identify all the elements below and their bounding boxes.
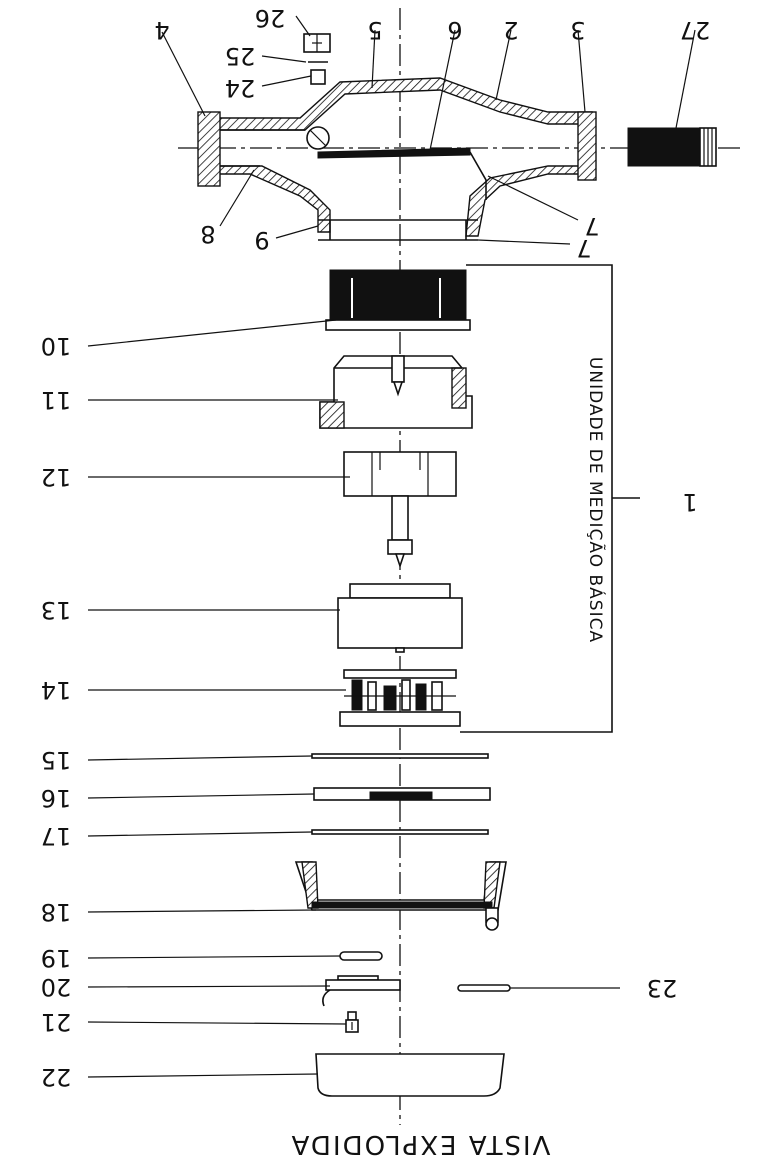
part-14-shape	[339, 669, 461, 727]
part-19-shape	[339, 951, 383, 961]
part-11-shape	[319, 355, 473, 429]
part-12-shape	[343, 451, 457, 569]
label-2: 2	[503, 16, 518, 44]
part-22-shape	[315, 1053, 505, 1097]
group-number-label: 1	[682, 488, 697, 516]
part-23-shape	[457, 984, 511, 992]
label-22: 22	[41, 1063, 72, 1091]
label-11: 11	[41, 386, 72, 414]
label-4: 4	[154, 16, 169, 44]
part-labels: 4 26 25 24 5 6 2 3 27 8 9 7 7 10 11 12 1…	[41, 4, 711, 1091]
label-25: 25	[225, 42, 256, 70]
label-16: 16	[41, 784, 72, 812]
part-18-shape	[294, 861, 507, 931]
label-27: 27	[680, 16, 711, 44]
label-19: 19	[41, 944, 72, 972]
label-20: 20	[41, 973, 72, 1001]
label-5: 5	[367, 16, 382, 44]
label-9: 9	[254, 226, 269, 254]
label-26: 26	[255, 4, 286, 32]
label-13: 13	[41, 596, 72, 624]
meter-body	[197, 77, 597, 241]
label-7-lower: 7	[576, 234, 591, 262]
label-7-upper: 7	[584, 212, 599, 240]
label-6: 6	[447, 16, 462, 44]
label-14: 14	[41, 676, 72, 704]
plug-part-26	[303, 33, 331, 53]
label-12: 12	[41, 463, 72, 491]
label-23: 23	[647, 974, 678, 1002]
part-10-shape	[325, 269, 471, 331]
label-24: 24	[225, 74, 256, 102]
label-21: 21	[41, 1008, 72, 1036]
part-16-shape	[313, 787, 491, 801]
leader-lines	[87, 15, 696, 1078]
label-17: 17	[41, 822, 72, 850]
seal-part-24	[310, 69, 326, 85]
part-21-shape	[345, 1011, 359, 1033]
label-18: 18	[41, 898, 72, 926]
part-15-shape	[311, 753, 489, 759]
label-3: 3	[570, 16, 585, 44]
label-10: 10	[41, 332, 72, 360]
label-15: 15	[41, 746, 72, 774]
part-17-shape	[311, 829, 489, 835]
group-label-unidade-medicao: UNIDADE DE MEDIÇÃO BÁSICA	[585, 357, 607, 643]
label-8: 8	[200, 220, 215, 248]
part-13-shape	[337, 583, 463, 653]
strainer-part-27	[627, 127, 717, 167]
part-20-shape	[322, 975, 401, 1007]
caption-vista-explodida: VISTA EXPLODIDA	[290, 1129, 551, 1159]
